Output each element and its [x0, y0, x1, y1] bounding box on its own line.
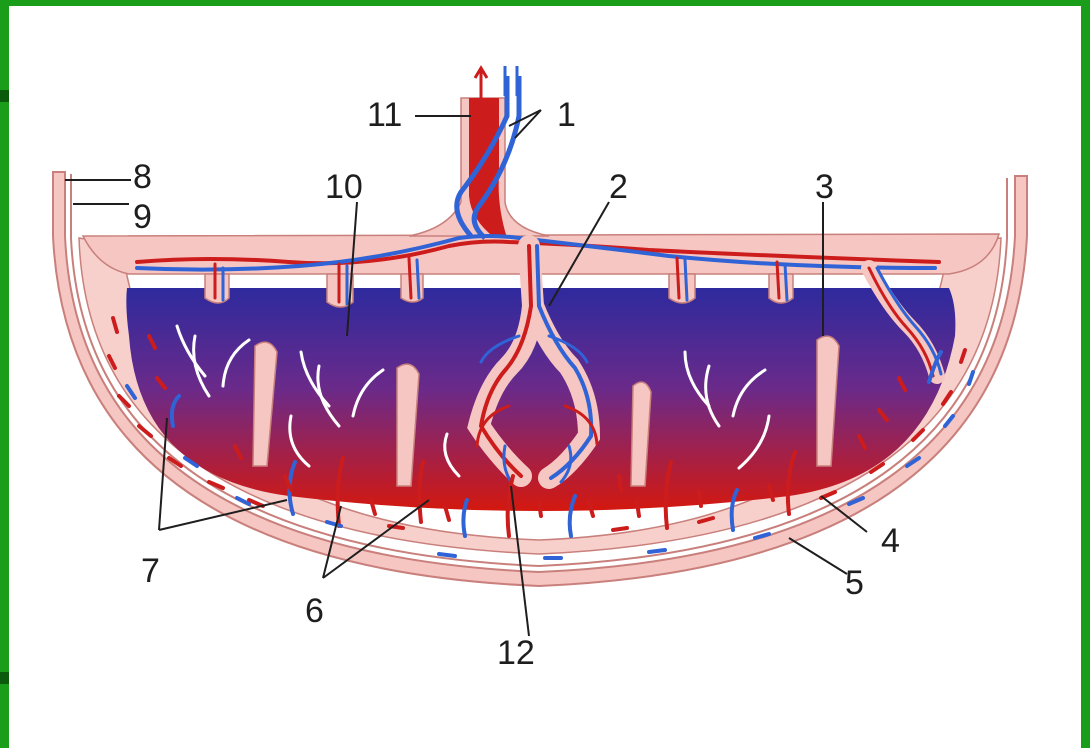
placenta-diagram: 1 2 3 4 5 6 7 8 9 10 11 12 [9, 6, 1081, 748]
diagram-frame: 1 2 3 4 5 6 7 8 9 10 11 12 [9, 6, 1081, 748]
label-11: 11 [367, 96, 402, 134]
label-5: 5 [845, 564, 864, 602]
label-3: 3 [815, 168, 834, 206]
label-12: 12 [497, 634, 535, 672]
frame-edge-mark-bottom [0, 672, 9, 684]
cord-arrows [475, 66, 517, 102]
label-8: 8 [133, 158, 152, 196]
label-2: 2 [609, 168, 628, 206]
label-7: 7 [141, 552, 160, 590]
frame-edge-mark-top [0, 90, 9, 102]
label-10: 10 [325, 168, 363, 206]
label-6: 6 [305, 592, 324, 630]
label-1: 1 [557, 96, 576, 134]
label-9: 9 [133, 198, 152, 236]
label-4: 4 [881, 522, 900, 560]
